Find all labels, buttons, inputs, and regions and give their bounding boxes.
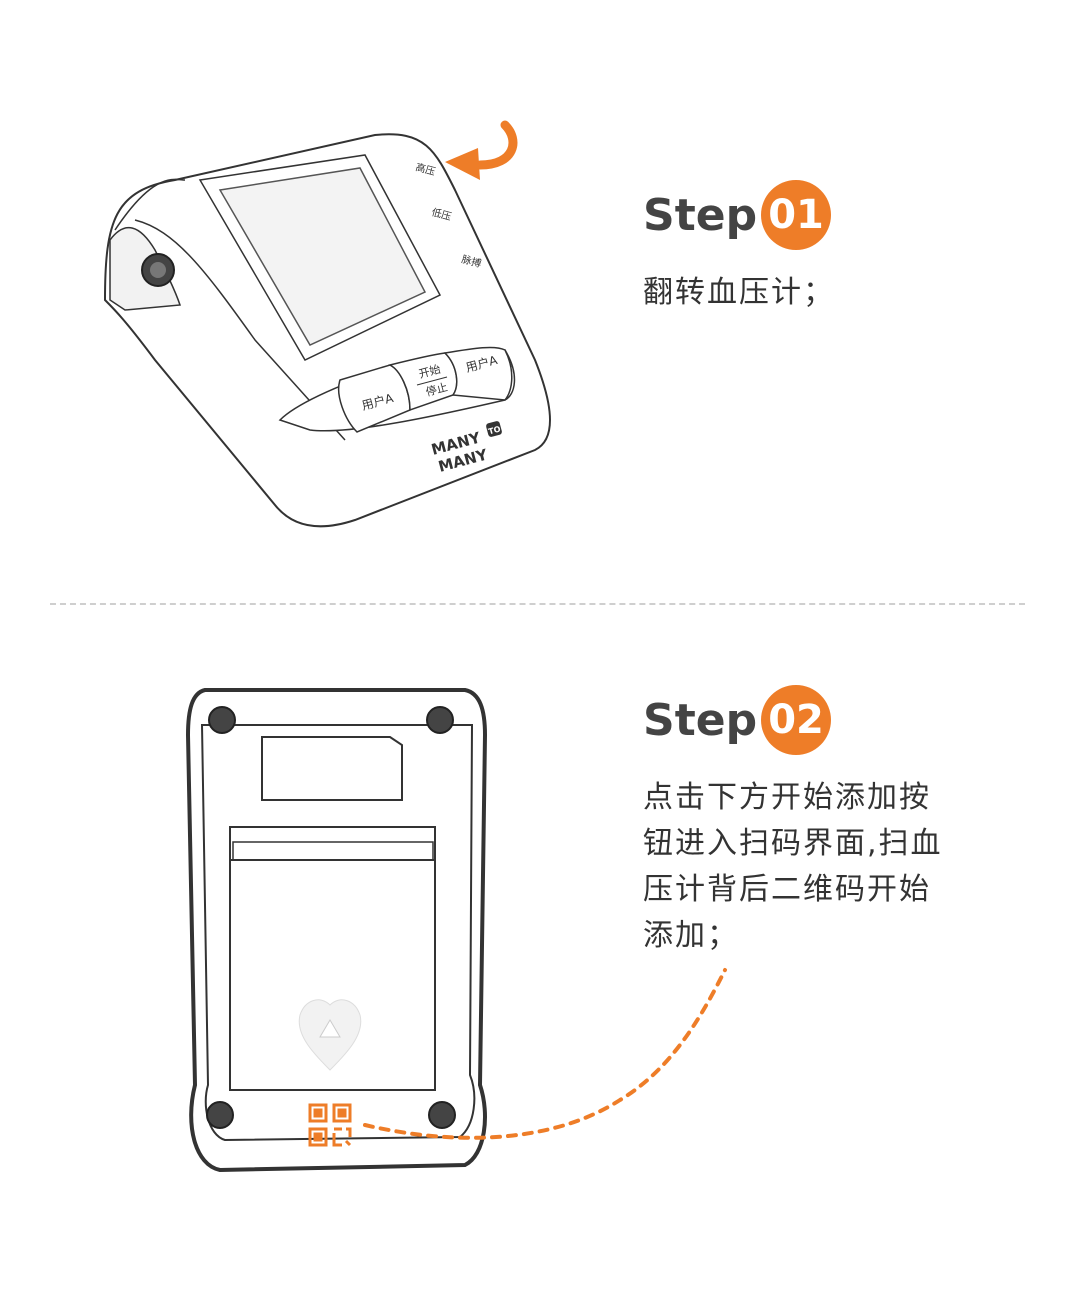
rubber-foot-bl [206, 1101, 234, 1129]
rubber-foot-br [428, 1101, 456, 1129]
qr-code-icon [308, 1103, 352, 1147]
step-2-heading: Step 02 [643, 685, 832, 755]
button-stop-label: 停止 [424, 380, 449, 399]
section-divider [50, 603, 1025, 605]
rubber-foot-tr [426, 706, 454, 734]
step-2-line-2: 钮进入扫码界面,扫血 [643, 826, 943, 861]
rubber-foot-tl [208, 706, 236, 734]
pointer-dashed-line [363, 968, 727, 1140]
device-front-illustration: 高压 低压 脉搏 用户A 开始 停止 用户A MANY MANY TO [103, 133, 551, 528]
flip-arrow-icon [445, 120, 518, 180]
step-2-line-1: 点击下方开始添加按 [643, 780, 931, 815]
step-2-word: Step [643, 694, 758, 746]
step-1-instruction: 翻转血压计； [643, 275, 835, 310]
step-2-instruction: 点击下方开始添加按 钮进入扫码界面,扫血 压计背后二维码开始 添加； [643, 775, 1043, 959]
step-1-number-badge: 01 [761, 180, 832, 250]
device-back-illustration [185, 688, 488, 1173]
step-1-word: Step [643, 189, 758, 241]
step-2-line-3: 压计背后二维码开始 [643, 872, 931, 907]
step-1-heading: Step 01 [643, 180, 832, 250]
brand-badge: TO [487, 424, 501, 436]
step-2-line-4: 添加； [643, 918, 739, 953]
step-2-number-badge: 02 [761, 685, 832, 755]
button-start-label: 开始 [417, 362, 442, 381]
